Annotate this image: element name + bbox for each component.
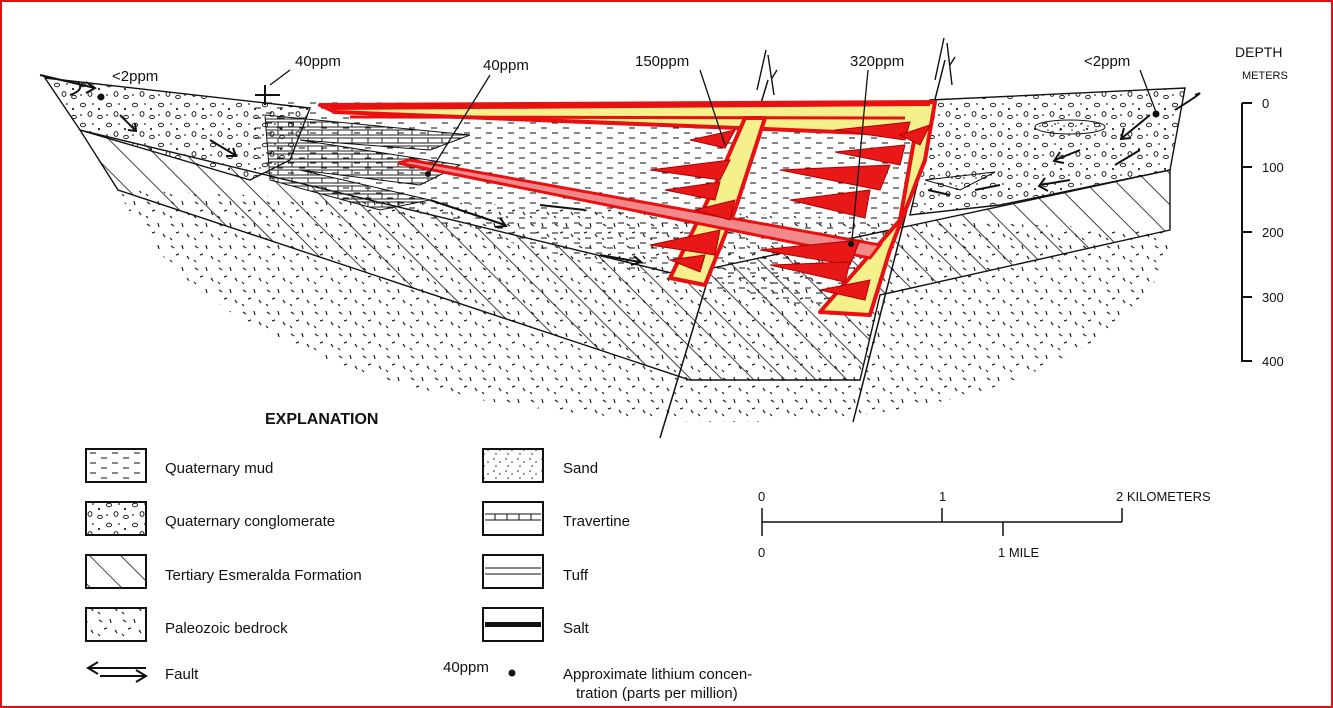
fault-symbol	[86, 661, 148, 683]
lithium-spikes	[649, 121, 931, 301]
conc-label-2: 40ppm	[295, 53, 341, 70]
legend-label-mud: Quaternary mud	[165, 460, 273, 477]
swatch-travertine	[482, 501, 544, 536]
lithium-sample-dot	[508, 669, 516, 677]
conc-label-left: <2ppm	[112, 68, 158, 85]
depth-tick-100: 100	[1262, 160, 1284, 175]
legend-label-bedrock: Paleozoic bedrock	[165, 620, 288, 637]
leader-lines	[269, 69, 1157, 241]
scale-km-0: 0	[758, 489, 765, 504]
swatch-esmeralda	[85, 554, 147, 589]
conc-label-4: 150ppm	[635, 53, 689, 70]
legend-label-travertine: Travertine	[563, 513, 630, 530]
swatch-mud	[85, 448, 147, 483]
scale-km-2: 2 KILOMETERS	[1116, 489, 1211, 504]
lithium-desc-line2: tration (parts per million)	[576, 685, 738, 702]
scale-mile-1: 1 MILE	[998, 545, 1040, 560]
legend: EXPLANATION Quaternary mud Quaternary co…	[85, 411, 752, 702]
legend-label-salt: Salt	[563, 620, 590, 637]
lithium-sample-label: 40ppm	[443, 659, 489, 676]
conc-label-right: <2ppm	[1084, 53, 1130, 70]
tuff-symbol	[485, 567, 541, 575]
travertine-lenses	[264, 114, 471, 211]
lithium-desc-line1: Approximate lithium concen-	[563, 666, 752, 683]
conc-label-3: 40ppm	[483, 57, 529, 74]
scale-bar: 0 1 2 KILOMETERS 0 1 MILE	[758, 489, 1211, 560]
travertine-symbol	[485, 513, 541, 521]
flow-arrows	[39, 74, 1201, 266]
depth-unit: METERS	[1242, 70, 1288, 82]
fault-arrows	[756, 37, 956, 96]
legend-label-esmeralda: Tertiary Esmeralda Formation	[165, 567, 362, 584]
depth-tick-200: 200	[1262, 225, 1284, 240]
swatch-sand	[482, 448, 544, 483]
legend-title: EXPLANATION	[265, 411, 378, 428]
legend-label-conglomerate: Quaternary conglomerate	[165, 513, 335, 530]
swatch-bedrock	[85, 607, 147, 642]
sample-points	[97, 93, 1160, 247]
legend-label-tuff: Tuff	[563, 567, 589, 584]
depth-title: DEPTH	[1235, 44, 1282, 60]
scale-mile-0: 0	[758, 545, 765, 560]
depth-tick-300: 300	[1262, 290, 1284, 305]
sand-lens-right	[1034, 119, 1106, 135]
depth-tick-0: 0	[1262, 96, 1269, 111]
sand-lens-right-2	[924, 171, 996, 191]
swatch-conglomerate	[85, 501, 147, 536]
depth-scale: DEPTH METERS 0 100 200 300 400	[1235, 44, 1288, 369]
scale-km-1: 1	[939, 489, 946, 504]
swatch-tuff	[482, 554, 544, 589]
legend-label-fault: Fault	[165, 666, 199, 683]
depth-tick-400: 400	[1262, 354, 1284, 369]
legend-label-sand: Sand	[563, 460, 598, 477]
mud-basin	[250, 102, 930, 310]
salt-symbol	[485, 622, 541, 627]
cross-section	[39, 37, 1201, 439]
conc-label-5: 320ppm	[850, 53, 904, 70]
